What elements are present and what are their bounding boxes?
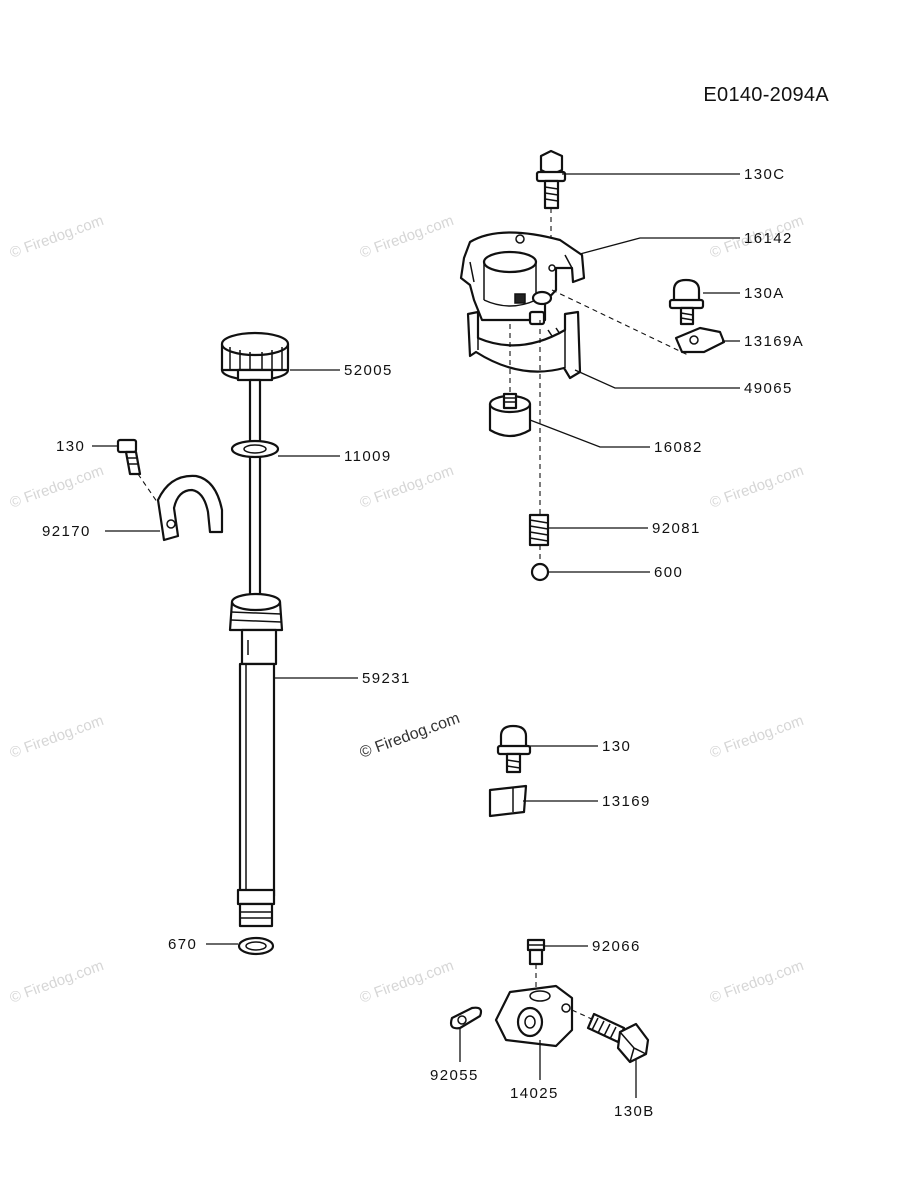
block-14025-icon [494, 984, 574, 1048]
weight-16082-icon [488, 392, 532, 438]
callout-59231: 59231 [362, 670, 411, 687]
callout-670: 670 [168, 936, 197, 953]
callout-130B: 130B [614, 1103, 655, 1120]
gasket-92055-icon [449, 1006, 483, 1030]
o-ring-11009-icon [230, 439, 280, 459]
callout-92066: 92066 [592, 938, 641, 955]
callout-130-mid: 130 [602, 738, 631, 755]
callout-92170: 92170 [42, 523, 91, 540]
callout-130-left: 130 [56, 438, 85, 455]
leader-lines [92, 173, 740, 1098]
watermark: © Firedog.com [358, 957, 456, 1007]
callout-92081: 92081 [652, 520, 701, 537]
watermark-group: © Firedog.com © Firedog.com © Firedog.co… [8, 212, 806, 1007]
callout-13169: 13169 [602, 793, 651, 810]
callout-13169A: 13169A [744, 333, 804, 350]
watermark: © Firedog.com [708, 462, 806, 512]
callout-11009: 11009 [344, 448, 392, 465]
dipstick-rod-icon [248, 378, 262, 600]
callout-130C: 130C [744, 166, 785, 183]
watermark: © Firedog.com [708, 712, 806, 762]
watermark: © Firedog.com [358, 212, 456, 262]
bolt-130-left-icon [116, 438, 142, 476]
plug-92066-icon [526, 938, 546, 966]
cap-52005-icon [220, 331, 290, 382]
lock-plate-13169-icon [488, 784, 528, 818]
callout-14025: 14025 [510, 1085, 559, 1102]
o-ring-670-icon [237, 936, 275, 956]
callout-92055: 92055 [430, 1067, 479, 1084]
holder-16142-icon [459, 231, 586, 326]
callout-600: 600 [654, 564, 683, 581]
watermark: © Firedog.com [8, 462, 106, 512]
watermark-center: © Firedog.com [358, 710, 463, 762]
watermark: © Firedog.com [8, 212, 106, 262]
clamp-92170-icon [156, 474, 224, 542]
callout-130A: 130A [744, 285, 785, 302]
watermark: © Firedog.com [708, 957, 806, 1007]
callout-52005: 52005 [344, 362, 393, 379]
callout-16082: 16082 [654, 439, 703, 456]
watermark: © Firedog.com [8, 712, 106, 762]
filler-tube-59231-icon [228, 592, 284, 928]
ball-600-icon [530, 562, 550, 582]
drawing-code: E0140-2094A [703, 84, 829, 106]
spring-92081-icon [528, 513, 550, 547]
watermark: © Firedog.com [8, 957, 106, 1007]
bolt-130B-icon [586, 1012, 650, 1064]
bolt-130C-icon [535, 149, 567, 210]
callout-49065: 49065 [744, 380, 793, 397]
bolt-130A-icon [668, 278, 705, 326]
watermark: © Firedog.com [358, 462, 456, 512]
callout-16142: 16142 [744, 230, 793, 247]
callout-labels: 130C 16142 130A 13169A 49065 16082 92081… [42, 166, 804, 1120]
plate-49065-icon [466, 310, 582, 380]
lock-plate-13169A-icon [674, 326, 726, 354]
bolt-130-mid-icon [496, 724, 532, 774]
